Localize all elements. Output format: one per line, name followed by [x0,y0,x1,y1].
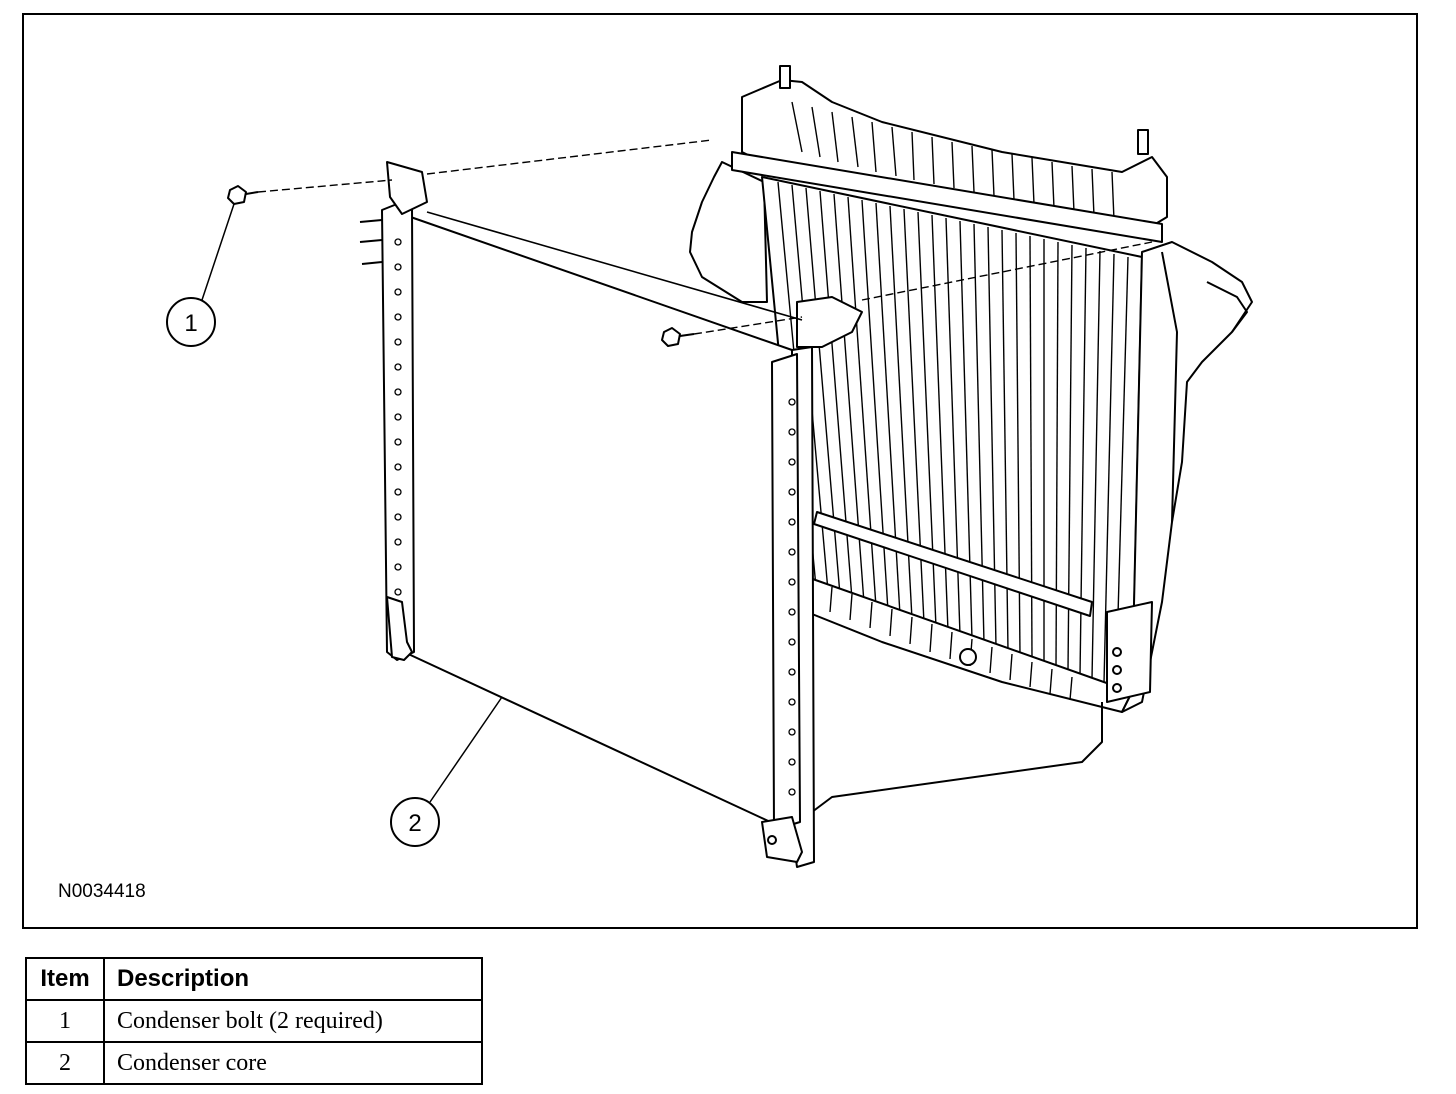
legend-header-description: Description [103,957,483,1001]
legend-item-number: 2 [25,1041,105,1085]
callout-2: 2 [390,797,440,847]
legend-item-number: 1 [25,999,105,1043]
legend-header-row: Item Description [25,957,483,1001]
callout-1: 1 [166,297,216,347]
svg-text:1: 1 [184,310,197,337]
condenser-core [359,161,863,868]
condenser-bolt [227,185,259,205]
table-row: 1 Condenser bolt (2 required) [25,999,483,1043]
figure-id: N0034418 [58,881,146,902]
legend-table: Item Description 1 Condenser bolt (2 req… [25,957,483,1085]
condenser-illustration: 1 2 [166,65,1253,868]
table-row: 2 Condenser core [25,1041,483,1085]
legend-item-description: Condenser bolt (2 required) [103,999,483,1043]
legend-item-description: Condenser core [103,1041,483,1085]
condenser-bolt [661,327,695,347]
figure-frame: 1 2 N0034418 [22,13,1418,929]
svg-text:2: 2 [408,810,421,837]
legend-header-item: Item [25,957,105,1001]
